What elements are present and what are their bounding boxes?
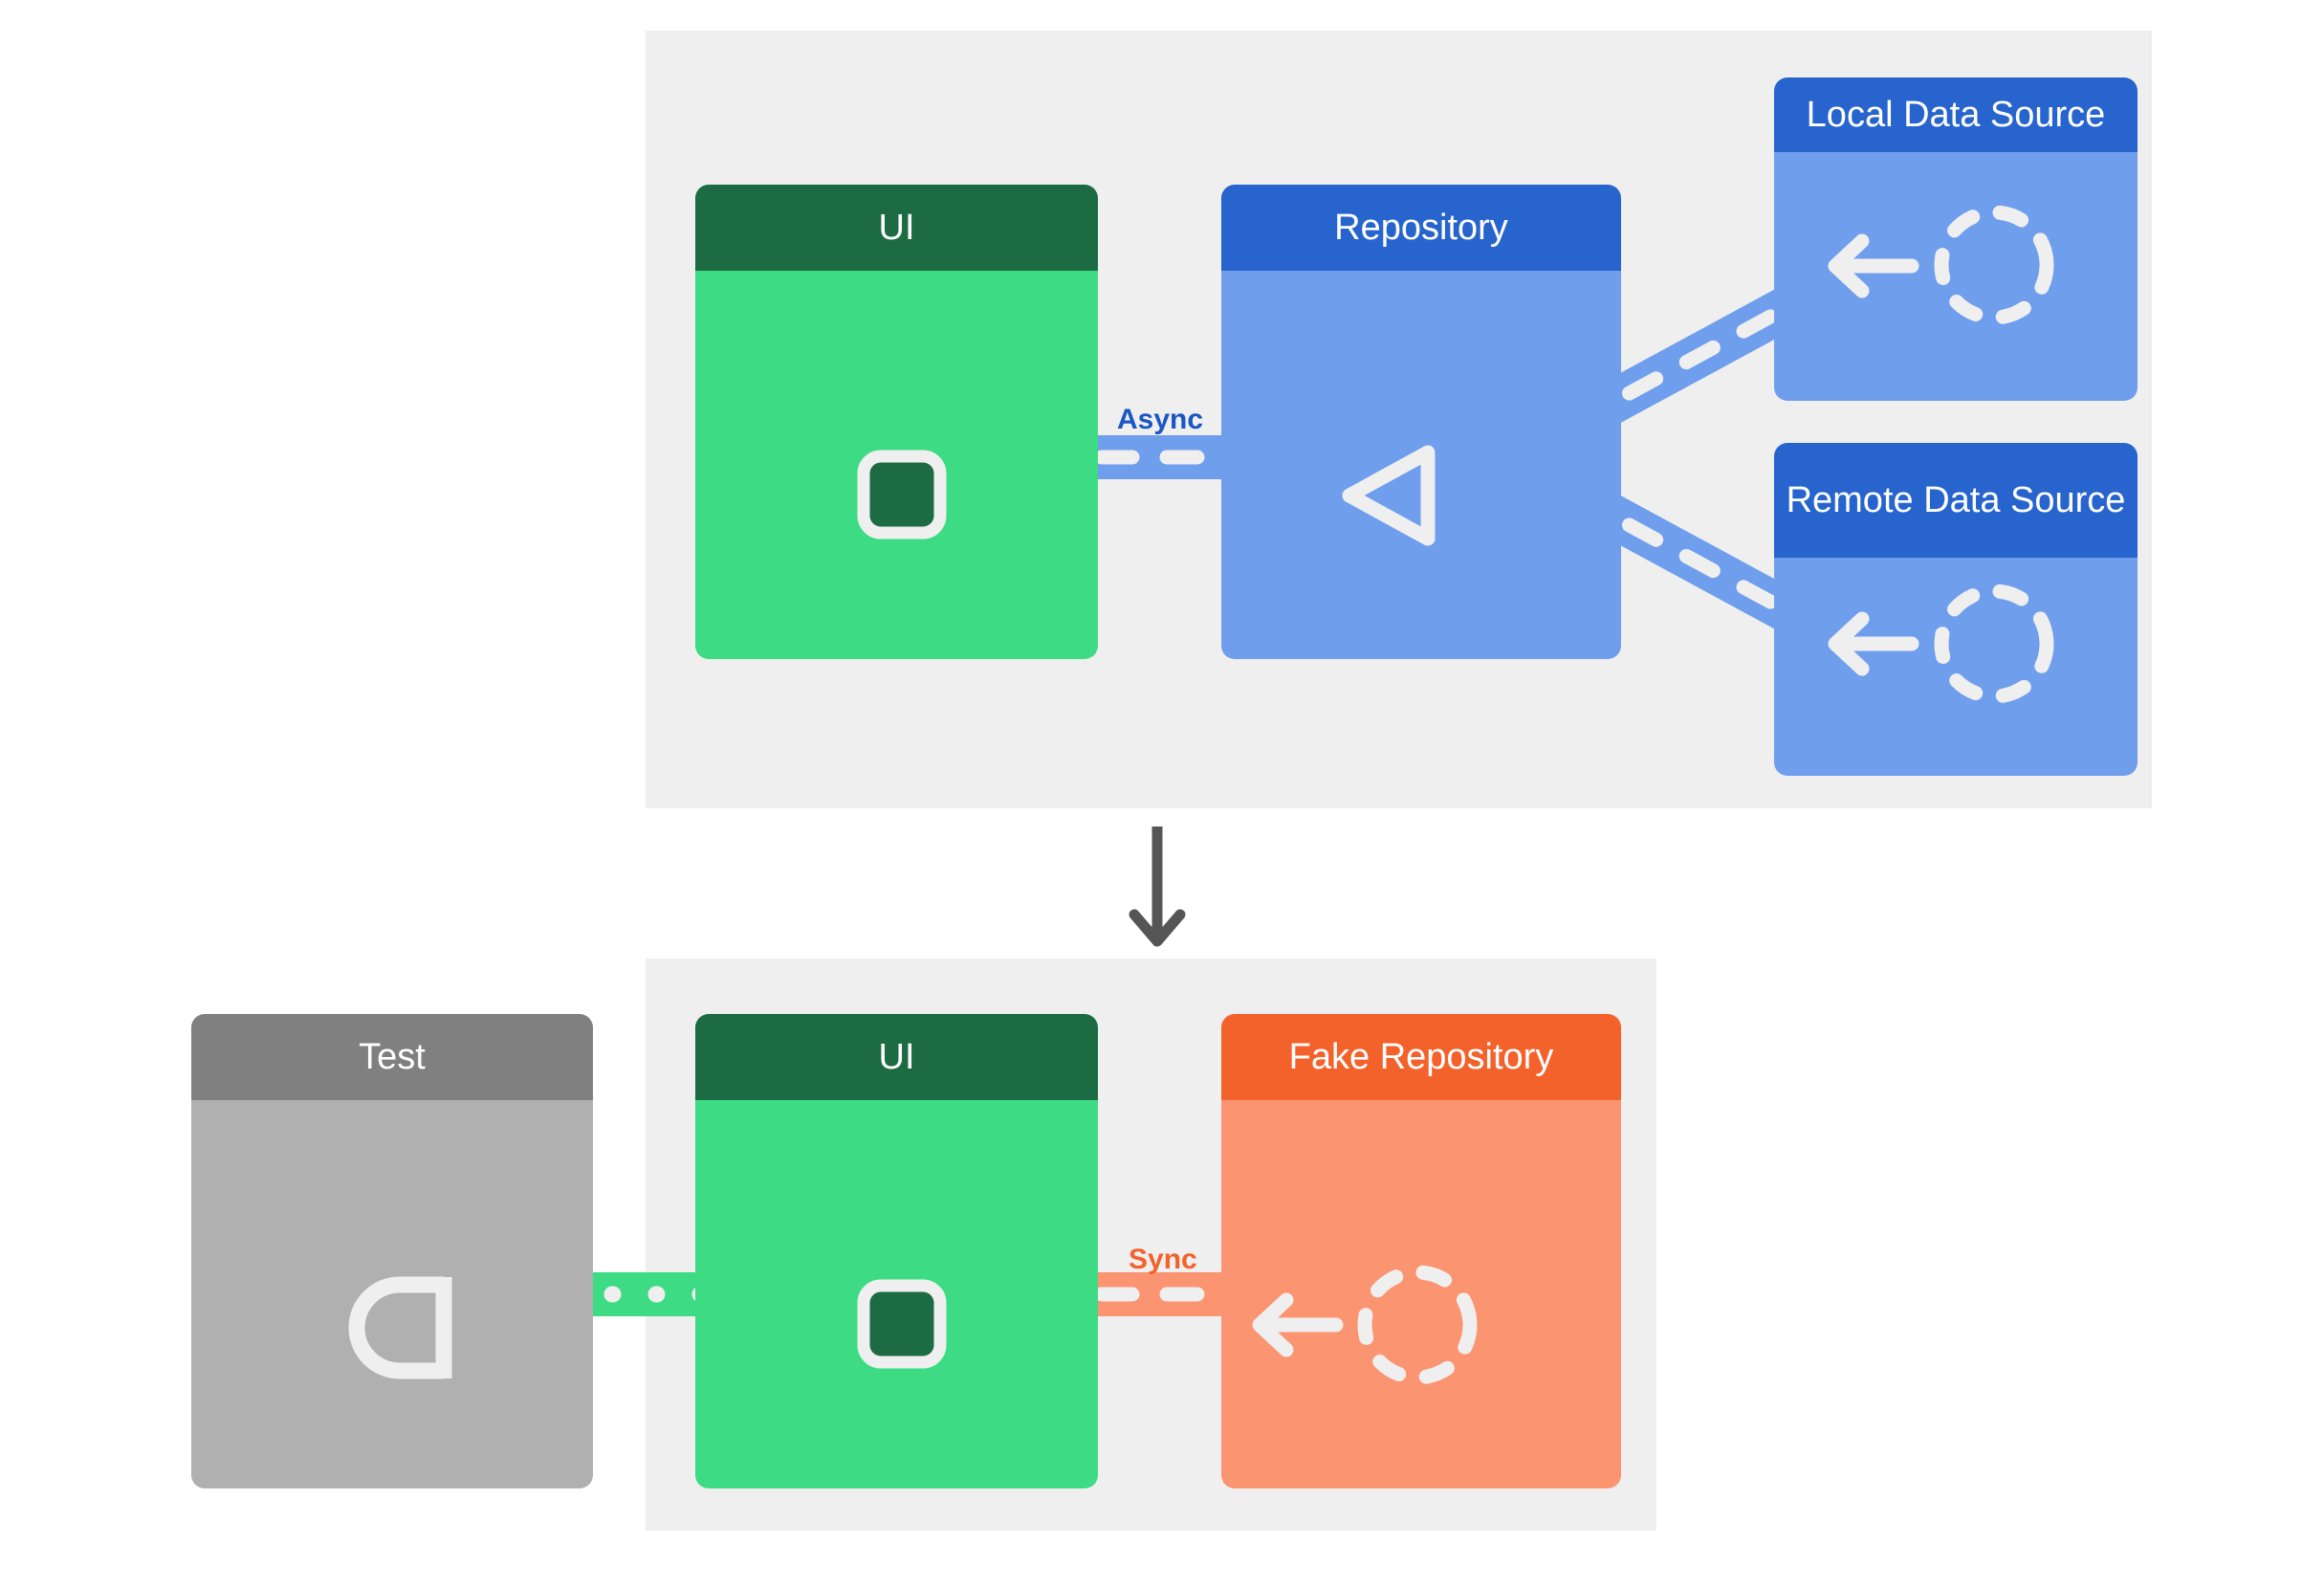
repository-box-header: Repository — [1221, 185, 1621, 271]
repository-box[interactable]: Repository — [1221, 185, 1621, 659]
socket-connector-icon — [348, 1276, 452, 1379]
dashed-circle-icon — [1934, 205, 2054, 325]
arrow-down-icon — [1129, 827, 1186, 947]
local-data-source-header: Local Data Source — [1774, 77, 2138, 152]
fake-repository-label: Fake Repository — [1288, 1036, 1554, 1077]
repository-box-label: Repository — [1334, 207, 1508, 248]
local-data-source-box[interactable]: Local Data Source — [1774, 77, 2138, 401]
dashed-circle-icon — [1357, 1265, 1478, 1385]
fake-repository-body — [1221, 1100, 1621, 1488]
local-data-source-body — [1774, 152, 2138, 401]
remote-data-source-header: Remote Data Source — [1774, 443, 2138, 558]
async-edge-label: Async — [1117, 404, 1204, 435]
ui-box-test[interactable]: UI — [695, 1014, 1098, 1488]
ui-box-production[interactable]: UI — [695, 185, 1098, 659]
arrow-left-icon — [1828, 611, 1919, 676]
fake-repository-header: Fake Repository — [1221, 1014, 1621, 1100]
repository-box-body — [1221, 271, 1621, 659]
local-data-source-label: Local Data Source — [1806, 94, 2106, 135]
test-box-label: Test — [359, 1036, 426, 1077]
ui-box-header: UI — [695, 1014, 1098, 1100]
ui-box-label: UI — [878, 207, 915, 248]
merge-triangle-icon — [1342, 445, 1436, 546]
test-box-body — [191, 1100, 593, 1488]
ui-box-body — [695, 1100, 1098, 1488]
arrow-left-icon — [1252, 1292, 1344, 1357]
rounded-square-node-icon — [857, 450, 947, 540]
test-box-header: Test — [191, 1014, 593, 1100]
test-box[interactable]: Test — [191, 1014, 593, 1488]
arrow-left-icon — [1828, 233, 1919, 298]
connector-dots — [421, 1272, 899, 1316]
ui-box-header: UI — [695, 185, 1098, 271]
rounded-square-node-icon — [857, 1279, 947, 1369]
ui-box-body — [695, 271, 1098, 659]
fake-repository-box[interactable]: Fake Repository — [1221, 1014, 1621, 1488]
remote-data-source-box[interactable]: Remote Data Source — [1774, 443, 2138, 776]
remote-data-source-label: Remote Data Source — [1786, 479, 2126, 520]
dashed-circle-icon — [1934, 584, 2054, 704]
ui-box-label: UI — [878, 1036, 915, 1077]
sync-edge-label: Sync — [1129, 1244, 1197, 1275]
remote-data-source-body — [1774, 558, 2138, 776]
